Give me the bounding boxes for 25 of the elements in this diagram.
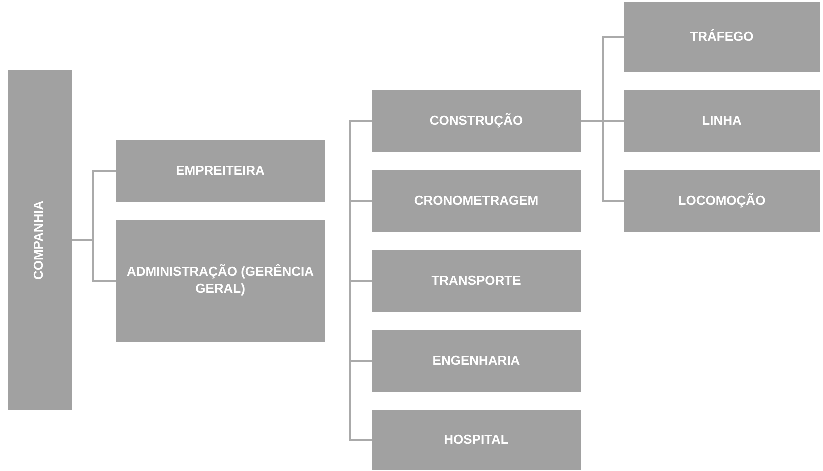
org-box <box>624 170 820 232</box>
org-box <box>624 90 820 152</box>
unit-label: TRANSPORTE <box>432 272 522 290</box>
unit-label: ADMINISTRAÇÃO (GERÊNCIA GERAL) <box>126 264 316 298</box>
unit-label: ENGENHARIA <box>432 352 520 370</box>
org-box <box>372 410 581 470</box>
connector-line <box>581 120 624 202</box>
connector-line <box>349 120 372 441</box>
unit-label: CONSTRUÇÃO <box>430 112 524 130</box>
unit-label: HOSPITAL <box>444 432 509 448</box>
connector-line <box>72 239 116 282</box>
org-box <box>372 90 581 152</box>
org-box <box>372 250 581 312</box>
unit-label: LOCOMOÇÃO <box>678 192 766 210</box>
org-box <box>372 170 581 232</box>
unit-label: LINHA <box>702 112 742 130</box>
org-box <box>116 220 325 342</box>
unit-label: EMPREITEIRA <box>176 162 265 180</box>
org-box <box>8 70 72 410</box>
org-box <box>624 2 820 72</box>
org-box <box>372 330 581 392</box>
unit-label: TRÁFEGO <box>690 28 754 46</box>
unit-label: COMPANHIA <box>32 200 48 280</box>
org-box <box>116 140 325 202</box>
unit-label: CRONOMETRAGEM <box>414 192 539 210</box>
